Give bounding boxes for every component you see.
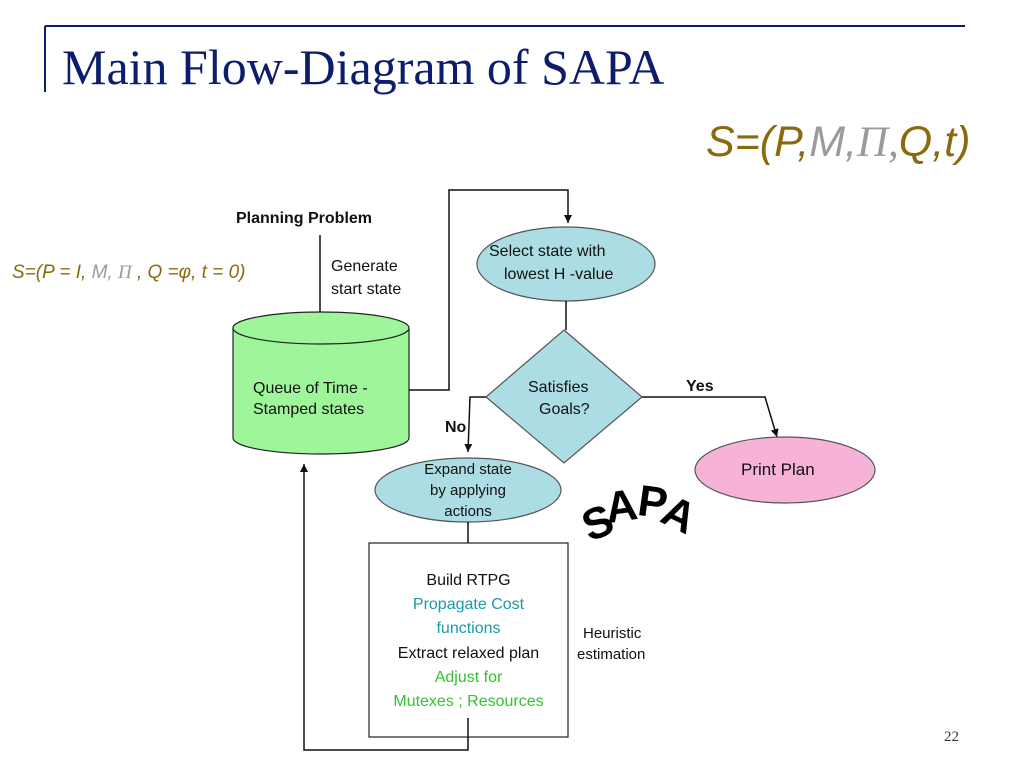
sapa-wordart: SAPA [575, 476, 704, 551]
queue-label-line1: Queue of Time - [253, 380, 368, 397]
select-state-ellipse [476, 226, 656, 302]
heuristic-label-line1: Heuristic [583, 625, 642, 642]
tuple-big-suffix: Q,t) [898, 118, 971, 166]
tuple-big-prefix: S=(P, [706, 118, 810, 166]
arrow-no [464, 396, 486, 453]
page-number: 22 [944, 729, 959, 745]
select-label-line1: Select state with [489, 243, 606, 260]
print-plan-label: Print Plan [741, 460, 815, 479]
yes-label: Yes [686, 378, 714, 395]
connector-queue-to-select [409, 189, 572, 391]
tuple-small-pi: Π [117, 262, 132, 283]
arrow-yes [642, 396, 779, 438]
state-tuple-heading: S=(P,M,Π,Q,t) [706, 118, 970, 167]
print-plan-ellipse [694, 436, 876, 504]
page-title: Main Flow-Diagram of SAPA [62, 39, 665, 95]
connector-loop-back [300, 464, 469, 751]
rtpg-line6: Mutexes ; Resources [393, 693, 544, 710]
expand-label-line3: actions [444, 503, 492, 520]
tuple-big-pi: Π, [856, 119, 899, 166]
rtpg-line4: Extract relaxed plan [397, 645, 540, 662]
no-label: No [445, 419, 467, 436]
tuple-big-m: M, [809, 118, 857, 166]
planning-problem-label: Planning Problem [236, 210, 373, 227]
tuple-small-suffix: Q =φ, t = 0) [147, 262, 246, 283]
rtpg-line1: Build RTPG [426, 572, 511, 589]
queue-cylinder [232, 311, 410, 455]
heuristic-label-line2: estimation [577, 646, 646, 663]
expand-label-line1: Expand state [424, 461, 512, 478]
tuple-small-m: M, [91, 262, 118, 283]
rtpg-line5: Adjust for [434, 669, 503, 686]
rtpg-box [368, 542, 569, 738]
tuple-small-prefix: S=(P = I, [12, 262, 92, 283]
select-label-line2: lowest H -value [504, 266, 614, 283]
generate-label-line2: start state [331, 281, 402, 298]
initial-state-tuple: S=(P = I, M, Π , Q =φ, t = 0) [12, 262, 245, 284]
queue-label-line2: Stamped states [253, 401, 365, 418]
expand-label-line2: by applying [430, 482, 506, 499]
rtpg-line2: Propagate Cost [412, 596, 525, 613]
rtpg-line3: functions [436, 620, 501, 637]
satisfies-label-line1: Satisfies [528, 379, 589, 396]
satisfies-label-line2: Goals? [539, 401, 590, 418]
satisfies-diamond [485, 329, 643, 464]
generate-label-line1: Generate [331, 258, 398, 275]
tuple-small-sep: , [131, 262, 148, 283]
